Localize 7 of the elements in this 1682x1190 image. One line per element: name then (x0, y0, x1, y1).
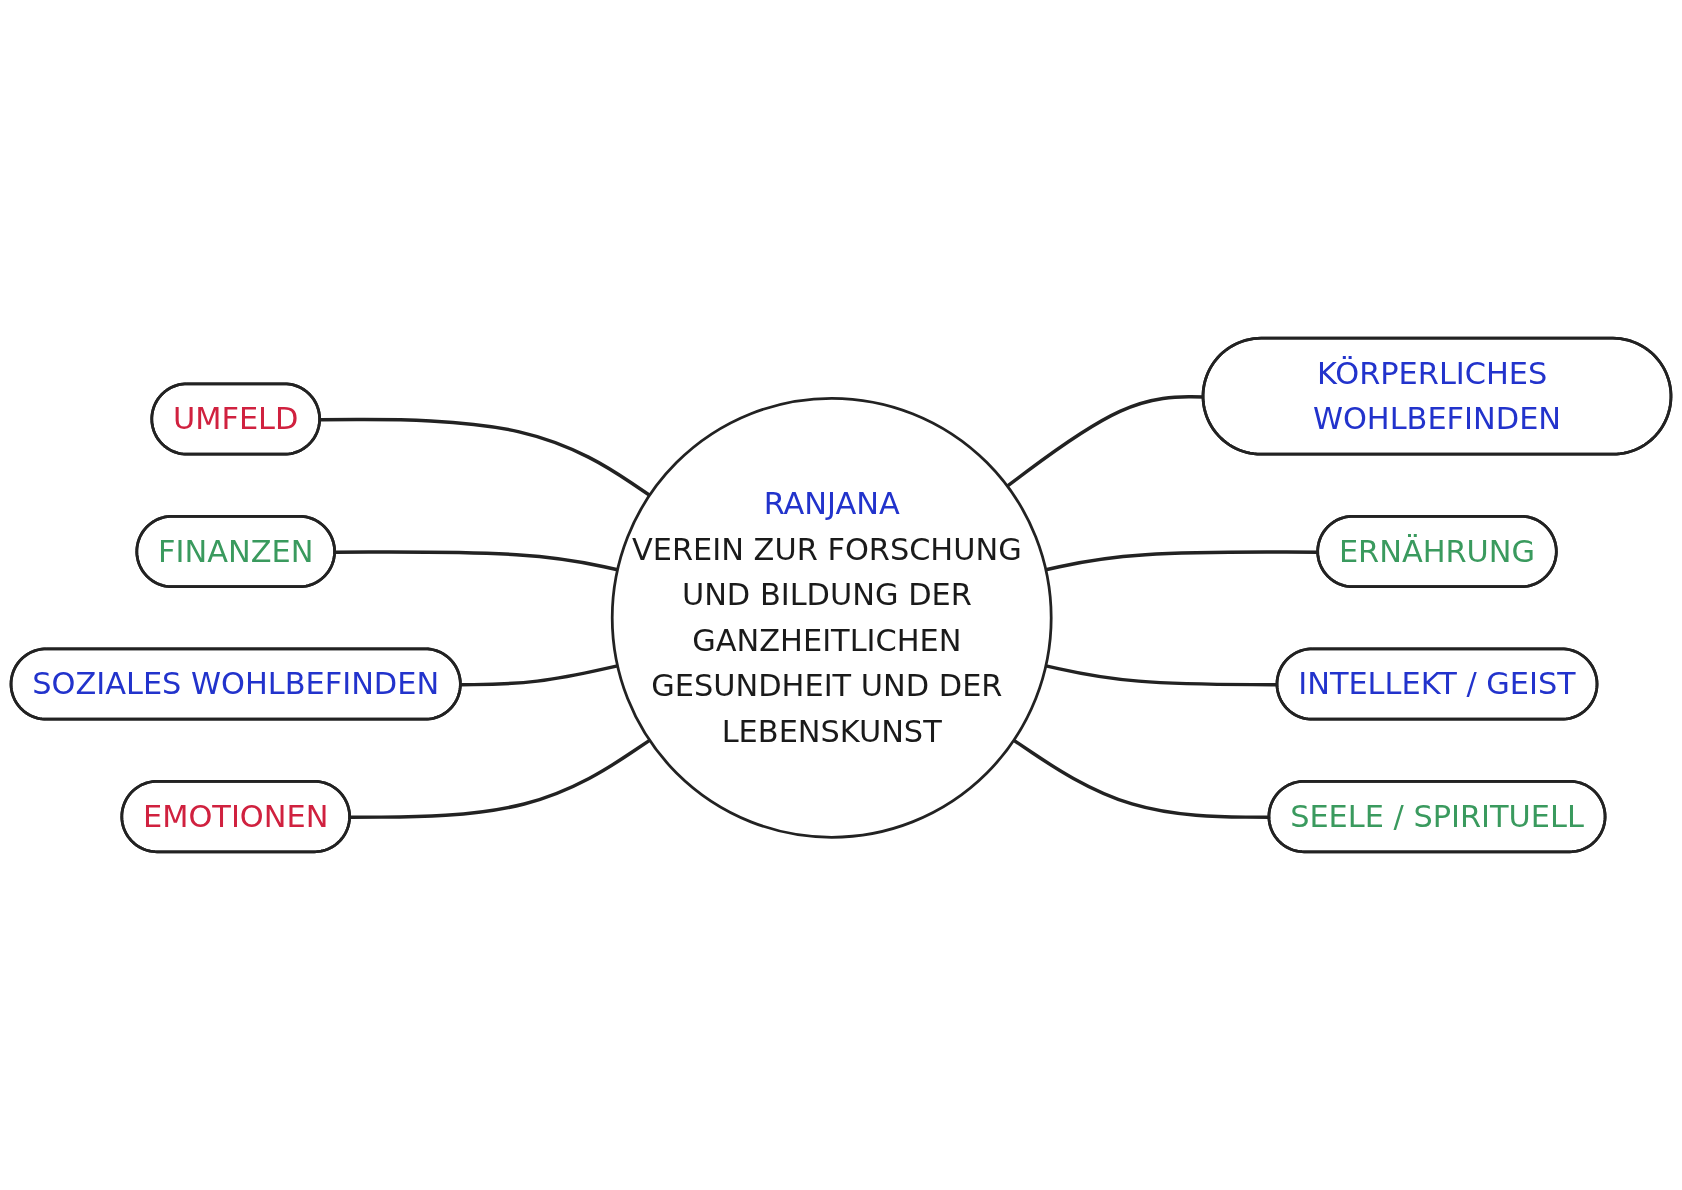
connector (461, 664, 618, 687)
connector (320, 417, 651, 497)
node-circle: RANJANA VEREIN ZUR FORSCHUNG UND BILDUNG DER GANZHEITLICHEN GESUNDHEIT UND DER LEBENSKUNST (610, 396, 1053, 839)
connector (335, 550, 618, 572)
connector (350, 738, 651, 819)
connector (1006, 395, 1204, 488)
connector (1045, 664, 1278, 687)
